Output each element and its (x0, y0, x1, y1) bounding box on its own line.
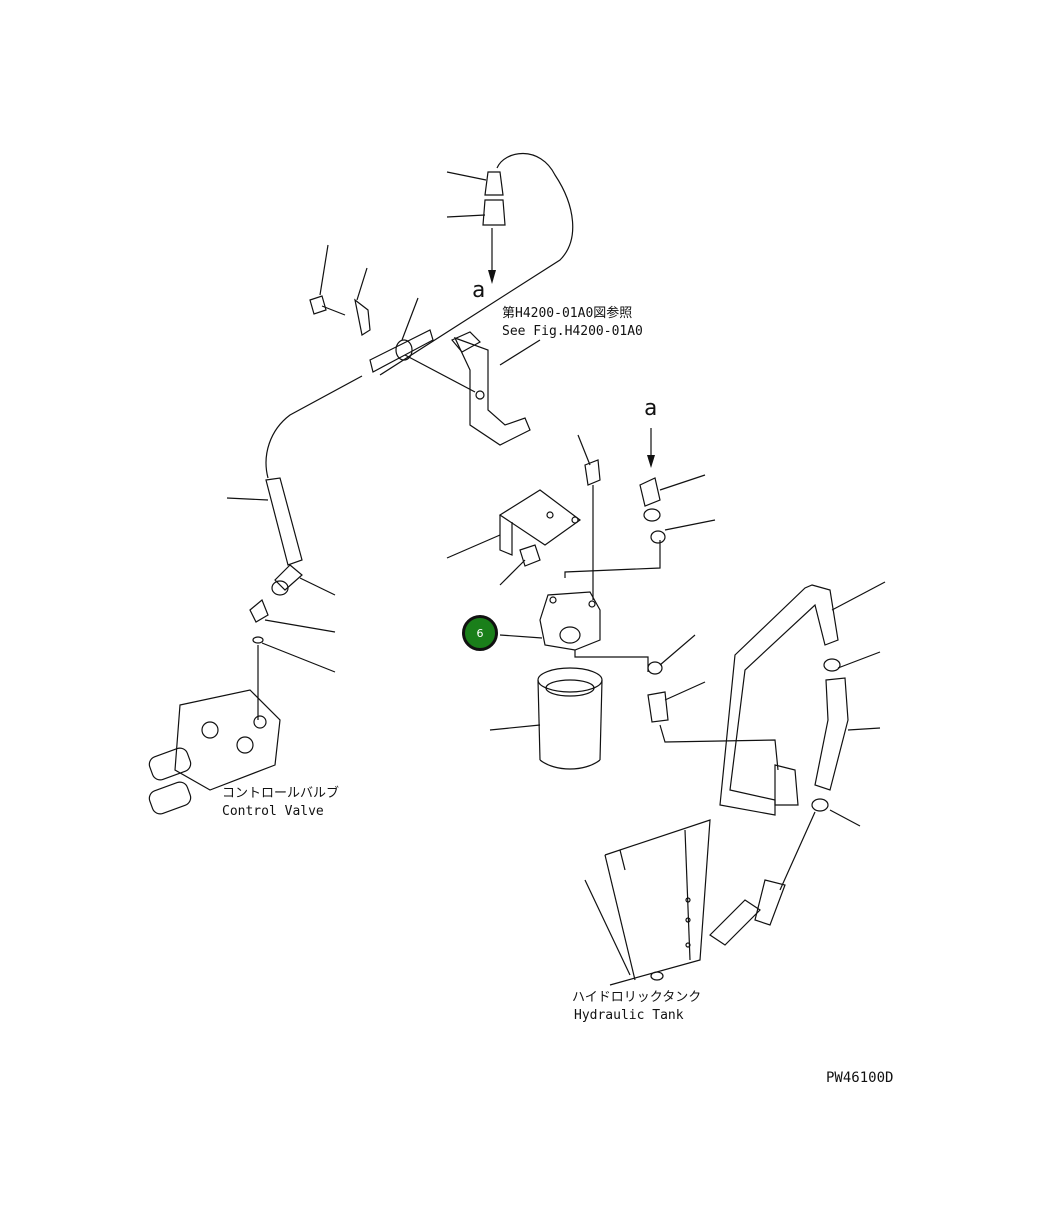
hydraulic-tank-label-ja: ハイドロリックタンク (572, 990, 702, 1005)
drawing-code: PW46100D (826, 1070, 894, 1086)
clamp-bracket (451, 331, 531, 446)
control-valve-body (148, 689, 281, 815)
filter-head (539, 540, 661, 672)
return-pipe (719, 584, 849, 891)
upper-hose-assembly (379, 152, 574, 376)
left-hose-assembly (249, 375, 363, 720)
part-callout-6[interactable]: 6 (462, 615, 498, 651)
reference-note-ja: 第H4200-01A0図参照 (502, 306, 633, 321)
leader-lines (226, 171, 886, 827)
bolt-and-clamp-parts (309, 295, 434, 373)
control-valve-label-en: Control Valve (222, 804, 324, 819)
connection-marker-right: a (644, 396, 658, 421)
reference-note-en: See Fig.H4200-01A0 (502, 324, 643, 339)
right-fittings (639, 428, 779, 771)
callout-number: 6 (476, 626, 484, 640)
connection-marker-upper: a (472, 278, 486, 303)
filter-mounting-bracket (498, 459, 601, 600)
hydraulic-tank (584, 819, 786, 986)
hydraulic-tank-label-en: Hydraulic Tank (574, 1008, 684, 1023)
control-valve-label-ja: コントロールバルブ (222, 786, 340, 801)
filter-cartridge (537, 667, 603, 770)
